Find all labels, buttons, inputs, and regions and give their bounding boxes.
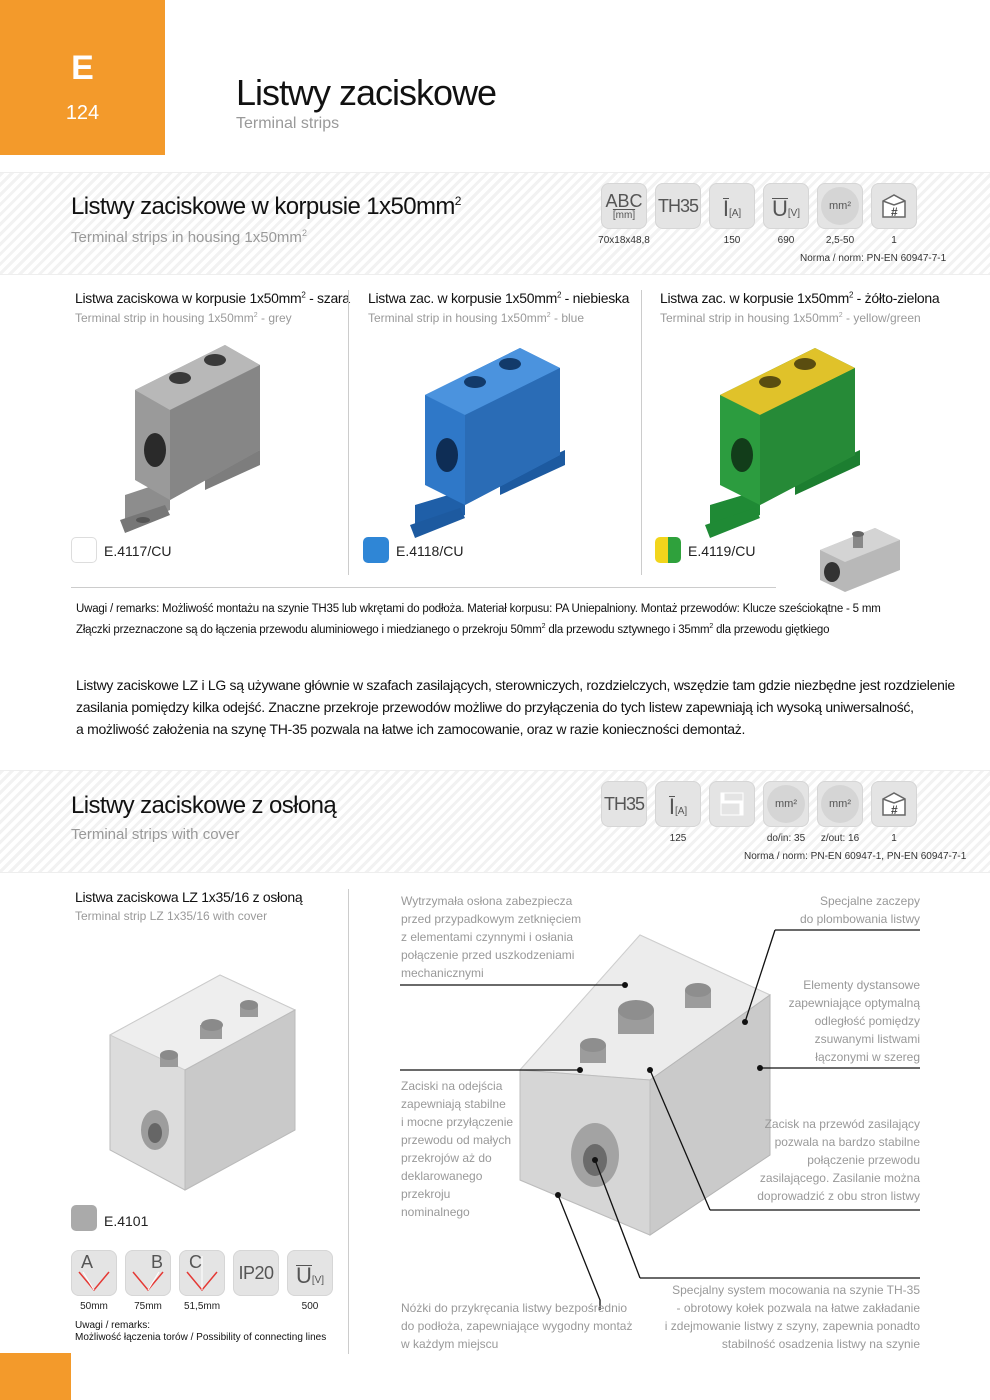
cross-section-out-value: z/out: 16 xyxy=(820,833,860,844)
terminal-strip-yellow-green-image xyxy=(705,348,860,538)
cross-section-in-value: do/in: 35 xyxy=(766,833,806,844)
bridge-icon xyxy=(709,781,755,827)
dimension-a-icon: A xyxy=(71,1250,117,1296)
section2-remarks: Uwagi / remarks: Możliwość łączenia toró… xyxy=(75,1320,327,1343)
product-title: Listwa zaciskowa w korpusie 1x50mm2 - sz… xyxy=(75,290,350,306)
color-swatch-yellow-green xyxy=(655,537,681,563)
color-swatch-grey xyxy=(71,537,97,563)
description-paragraph: Listwy zaciskowe LZ i LG są używane głów… xyxy=(76,677,955,737)
callout-mount: Specjalny system mocowania na szynie TH-… xyxy=(664,1283,920,1351)
product-code: E.4119/CU xyxy=(688,543,756,559)
callout-feet: Nóżki do przykręcania listwy bezpośredni… xyxy=(401,1301,633,1351)
column-divider xyxy=(348,889,349,1354)
page-title: Listwy zaciskowe xyxy=(236,72,497,113)
product-subtitle: Terminal strip in housing 1x50mm2 - blue xyxy=(368,311,585,325)
voltage-value: 690 xyxy=(777,235,795,246)
page-number: 124 xyxy=(65,102,100,124)
product-subtitle: Terminal strip in housing 1x50mm2 - grey xyxy=(75,311,292,325)
terminal-strip-grey-image xyxy=(120,345,260,533)
section-tab: E 124 xyxy=(0,0,165,155)
section-letter: E xyxy=(71,49,94,87)
color-swatch-blue xyxy=(363,537,389,563)
package-icon: # xyxy=(871,183,917,229)
terminal-strip-blue-image xyxy=(410,348,565,538)
section1-title: Listwy zaciskowe w korpusie 1x50mm2 xyxy=(71,193,461,220)
dimension-b-icon: B xyxy=(125,1250,171,1296)
cross-section-value: 2,5-50 xyxy=(825,235,855,246)
connector-image xyxy=(820,528,900,592)
product-subtitle: Terminal strip LZ 1x35/16 with cover xyxy=(75,909,268,923)
section1-remarks: Uwagi / remarks: Możliwość montażu na sz… xyxy=(76,603,881,636)
column-divider xyxy=(641,290,642,575)
package-value: 1 xyxy=(891,235,897,246)
package-icon: # xyxy=(871,781,917,827)
page-subtitle: Terminal strips xyxy=(236,115,340,132)
product-title: Listwa zac. w korpusie 1x50mm2 - niebies… xyxy=(368,290,630,306)
th35-icon: TH35 xyxy=(655,183,701,229)
section2-norm: Norma / norm: PN-EN 60947-1, PN-EN 60947… xyxy=(744,851,967,862)
current-icon: I[A] xyxy=(655,781,701,827)
dimension-a-value: 50mm xyxy=(80,1301,108,1312)
cross-section-icon: mm² xyxy=(817,183,863,229)
voltage-icon: U[V] xyxy=(287,1250,333,1296)
box-icon xyxy=(882,792,906,816)
product-code: E.4117/CU xyxy=(104,543,172,559)
current-value: 125 xyxy=(669,833,687,844)
column-divider xyxy=(348,290,349,575)
dimension-c-icon: C xyxy=(179,1250,225,1296)
terminal-strip-with-cover-image xyxy=(108,974,297,1191)
cross-section-out-icon: mm² xyxy=(817,781,863,827)
cross-section-in-icon: mm² xyxy=(763,781,809,827)
voltage-value: 500 xyxy=(301,1301,319,1312)
section1-subtitle: Terminal strips in housing 1x50mm2 xyxy=(71,228,307,246)
section2-subtitle: Terminal strips with cover xyxy=(71,826,240,843)
product-title: Listwa zaciskowa LZ 1x35/16 z osłoną xyxy=(75,889,303,905)
dimensions-value: 70x18x48,8 xyxy=(598,235,650,246)
color-swatch-grey xyxy=(71,1205,97,1231)
dimension-b-value: 75mm xyxy=(134,1301,162,1312)
footer-tab xyxy=(0,1353,71,1400)
section1-norm: Norma / norm: PN-EN 60947-7-1 xyxy=(800,253,947,264)
dimension-c-value: 51,5mm xyxy=(183,1301,221,1312)
dimensions-icon: ABC [mm] xyxy=(601,183,647,229)
th35-icon: TH35 xyxy=(601,781,647,827)
current-value: 150 xyxy=(723,235,741,246)
product-code: E.4118/CU xyxy=(396,543,464,559)
package-value: 1 xyxy=(891,833,897,844)
separator xyxy=(71,587,776,588)
section2-title: Listwy zaciskowe z osłoną xyxy=(71,792,337,819)
voltage-icon: U[V] xyxy=(763,183,809,229)
current-icon: I[A] xyxy=(709,183,755,229)
box-icon xyxy=(882,194,906,218)
terminal-strip-detail-diagram xyxy=(400,929,920,1310)
product-subtitle: Terminal strip in housing 1x50mm2 - yell… xyxy=(660,311,921,325)
ip-rating-icon: IP20 xyxy=(233,1250,279,1296)
product-code: E.4101 xyxy=(104,1213,149,1229)
product-title: Listwa zac. w korpusie 1x50mm2 - żółto-z… xyxy=(660,290,940,306)
